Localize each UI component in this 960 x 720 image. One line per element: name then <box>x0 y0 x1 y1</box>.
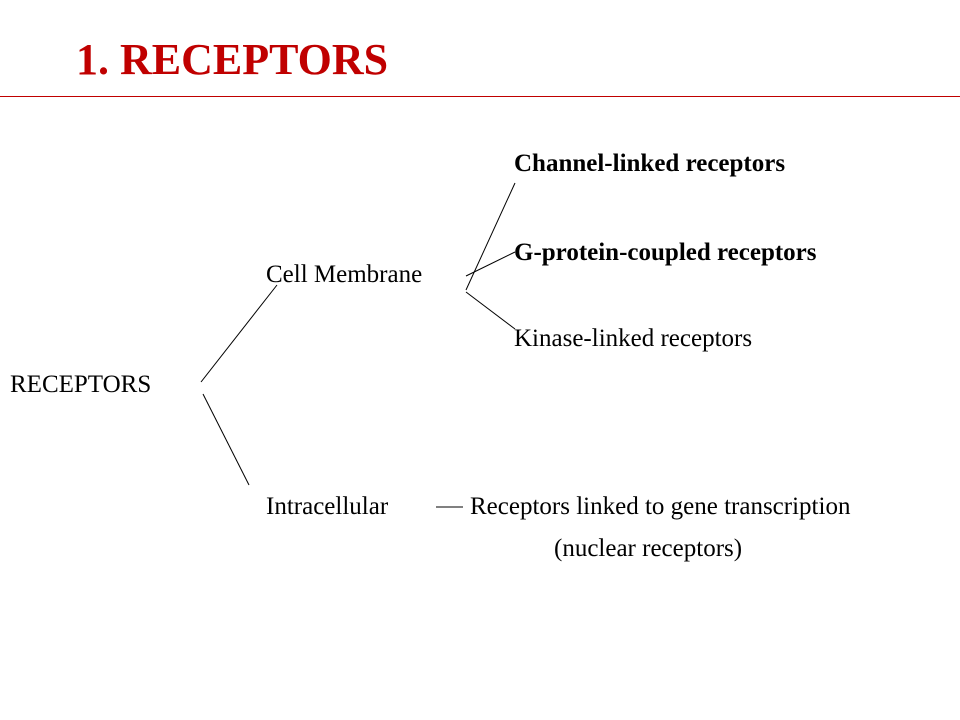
node-kinase-linked-receptors: Kinase-linked receptors <box>514 325 753 352</box>
root-node-receptors: RECEPTORS <box>10 371 152 398</box>
node-nuclear-receptors-note: (nuclear receptors) <box>554 535 743 562</box>
node-intracellular: Intracellular <box>266 493 389 520</box>
node-gene-transcription-receptors: Receptors linked to gene transcription <box>470 493 851 520</box>
title-divider <box>0 96 960 97</box>
connector-root-to-cell-membrane <box>200 284 278 383</box>
connector-membrane-to-channel-linked <box>465 182 516 291</box>
node-g-protein-coupled-receptors: G-protein-coupled receptors <box>514 239 817 266</box>
connector-membrane-to-gpcr <box>465 251 516 277</box>
node-channel-linked-receptors: Channel-linked receptors <box>514 150 786 177</box>
connector-membrane-to-kinase-linked <box>465 291 516 330</box>
node-cell-membrane: Cell Membrane <box>266 261 423 288</box>
connector-root-to-intracellular <box>202 393 250 486</box>
slide-title: 1. RECEPTORS <box>76 35 389 84</box>
